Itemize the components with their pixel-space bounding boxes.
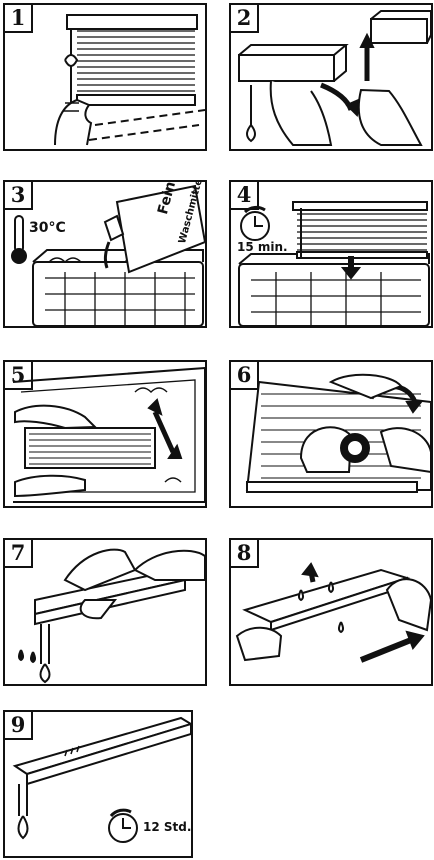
step-number: 6 [231, 362, 259, 390]
step-2-panel: 2 [229, 3, 433, 151]
timer-label: 15 min. [237, 240, 288, 254]
step-5-illustration [12, 366, 205, 503]
step-9-illustration [12, 716, 191, 843]
step-2-illustration [238, 10, 431, 146]
step-6-illustration [245, 373, 431, 493]
step-number: 4 [231, 182, 259, 210]
step-5-panel: 5 [3, 360, 207, 508]
step-number: 9 [5, 712, 33, 740]
step-number: 2 [231, 5, 259, 33]
step-number: 8 [231, 540, 259, 568]
step-4-panel: 4 15 min. [229, 180, 433, 328]
step-number: 1 [5, 5, 33, 33]
step-number: 7 [5, 540, 33, 568]
step-4-illustration [238, 201, 430, 326]
step-3-panel: 3 30°C Fein Waschmittel [3, 180, 207, 328]
step-7-illustration [18, 548, 205, 684]
timer-label: 12 Std. [143, 820, 192, 834]
step-8-illustration [235, 562, 431, 663]
step-8-panel: 8 [229, 538, 433, 686]
step-9-panel: 9 12 Std. [3, 710, 193, 858]
step-6-panel: 6 [229, 360, 433, 508]
temperature-label: 30°C [29, 220, 66, 236]
step-1-panel: 1 [3, 3, 207, 151]
step-7-panel: 7 [3, 538, 207, 686]
step-3-illustration [11, 184, 205, 326]
step-number: 3 [5, 182, 33, 210]
step-1-illustration [54, 14, 205, 146]
